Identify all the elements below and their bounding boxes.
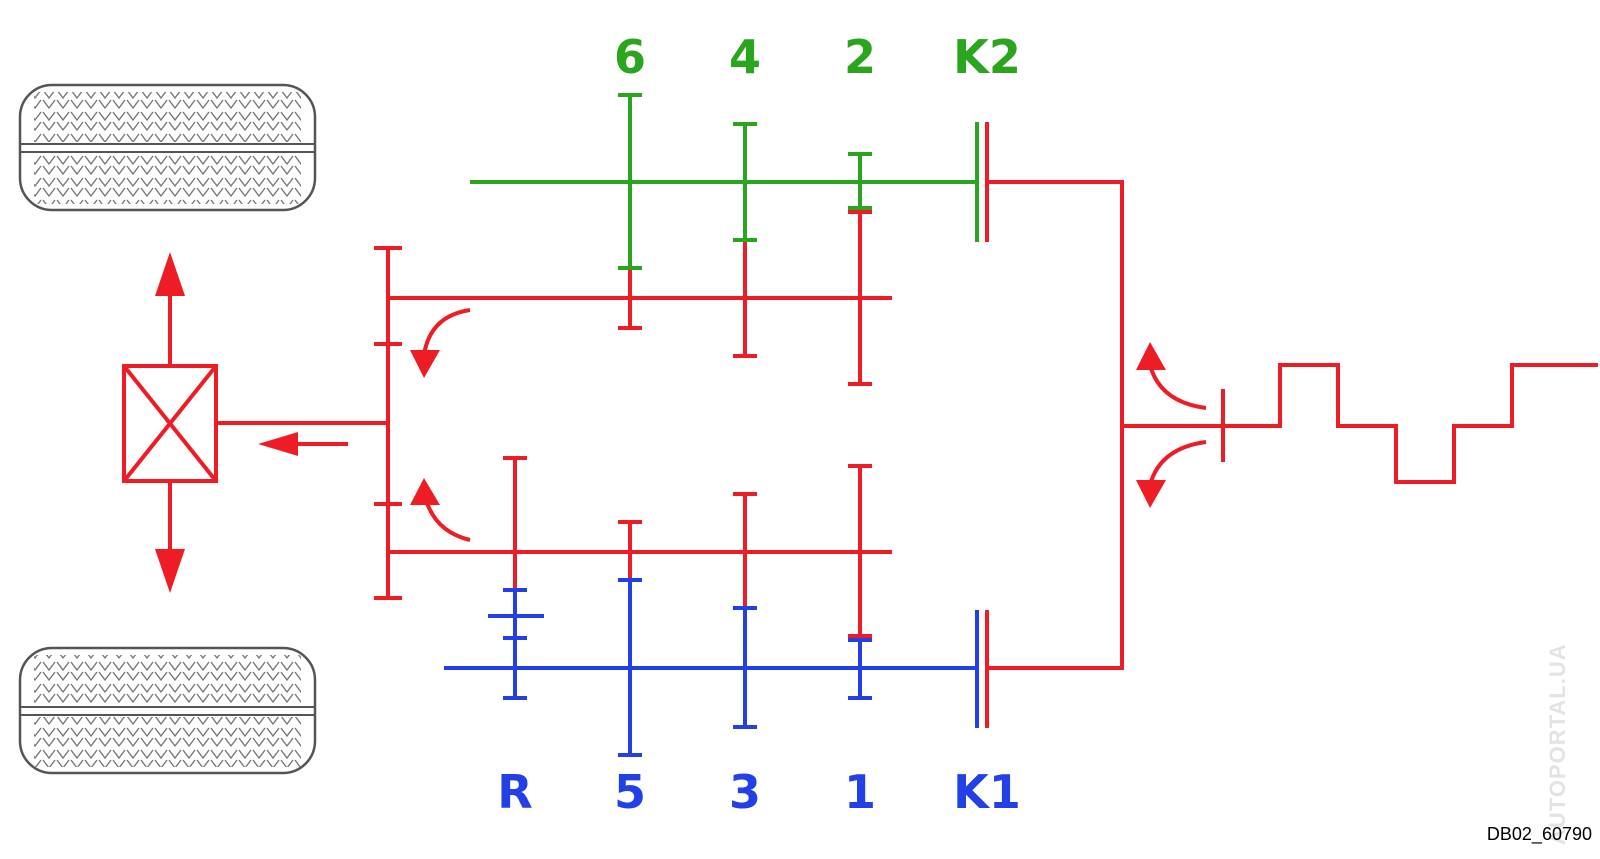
gear-label-3: 3	[729, 765, 761, 819]
gear-label-6: 6	[614, 30, 646, 84]
output-shaft-upper	[388, 210, 892, 386]
gear-label-4: 4	[729, 30, 761, 84]
gear-label-r: R	[497, 765, 532, 819]
drive-arrow-up	[155, 252, 185, 366]
gear-label-2: 2	[844, 30, 876, 84]
differential	[122, 364, 218, 483]
engine-crankshaft	[1122, 363, 1598, 484]
ring-gear	[374, 246, 402, 600]
document-id: DB02_60790	[1486, 824, 1592, 844]
drive-arrow-down	[155, 481, 185, 593]
front-tire-bottom	[18, 646, 317, 775]
clutch-k2	[985, 122, 1124, 670]
gear-label-1: 1	[844, 765, 876, 819]
torque-flow-arrows-right	[1136, 342, 1207, 508]
torque-flow-arrows-left	[410, 308, 471, 542]
gear-label-5: 5	[614, 765, 646, 819]
watermark: AUTOPORTAL.UA	[1545, 643, 1570, 845]
front-tire-top	[18, 83, 317, 212]
output-shaft-lower	[388, 456, 892, 638]
input-shaft-1	[444, 578, 979, 757]
final-drive-shaft	[216, 421, 386, 456]
clutch-label-k1: K1	[953, 765, 1021, 819]
clutch-label-k2: K2	[953, 30, 1021, 84]
input-shaft-2	[470, 93, 979, 270]
